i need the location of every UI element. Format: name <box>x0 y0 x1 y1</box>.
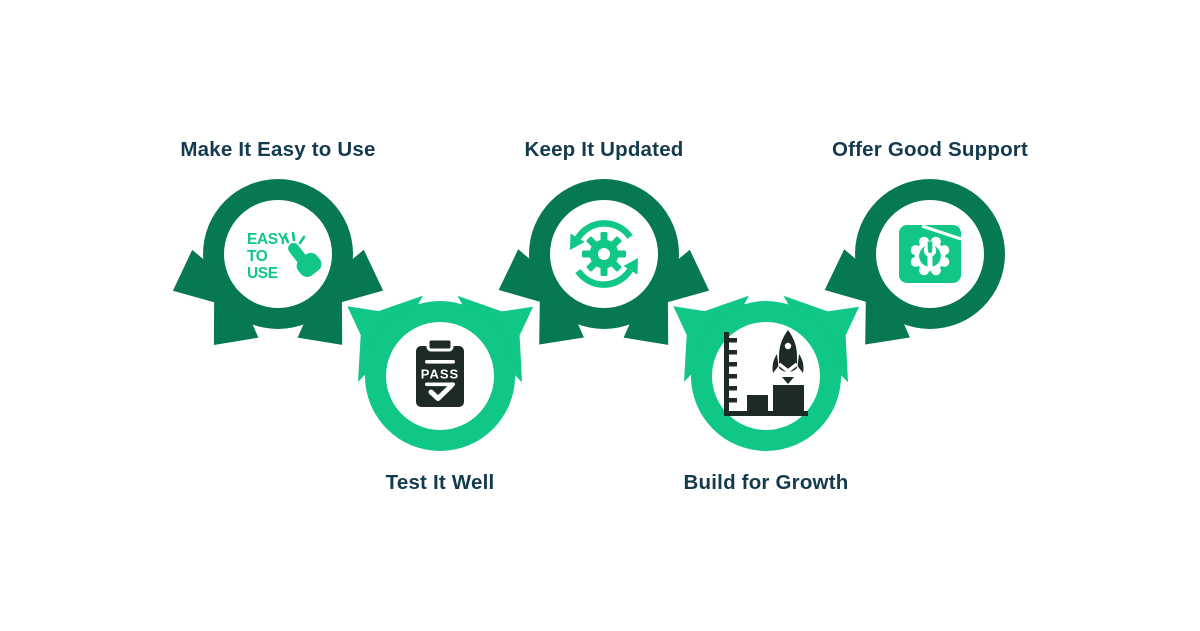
rocket-exhaust <box>782 377 794 384</box>
refresh-arc <box>575 268 633 288</box>
clipboard-clip <box>426 337 454 352</box>
node-label-offer-good-support: Offer Good Support <box>831 138 1029 161</box>
gear-refresh-icon <box>570 220 638 288</box>
rocket-fin-right <box>797 354 804 373</box>
folder-flap-line <box>921 224 962 241</box>
connector-wing <box>623 249 710 345</box>
click-spark <box>298 235 306 245</box>
rocket-fin-left <box>772 354 779 373</box>
click-spark <box>291 231 296 242</box>
easy-to-use-text: USE <box>247 265 278 282</box>
gear-tooth <box>582 250 591 258</box>
connector-wing <box>498 249 584 345</box>
clipboard-line <box>425 360 455 364</box>
clipboard-line <box>425 382 455 387</box>
gear-tooth <box>617 250 626 258</box>
node-label-build-for-growth: Build for Growth <box>683 471 849 494</box>
hand-palm <box>296 252 322 277</box>
node-label-make-it-easy-to-use: Make It Easy to Use <box>180 138 376 161</box>
folder-gear-wrench-icon <box>899 224 962 283</box>
click-spark <box>283 234 290 244</box>
node-2-test-it-well: PASS <box>347 295 534 451</box>
node-5-offer-good-support <box>824 179 1005 345</box>
gear-tooth <box>600 232 608 241</box>
wrench-jaw-notch <box>927 241 933 250</box>
wrench-handle <box>927 255 933 269</box>
rocket-growth-chart-icon <box>724 330 808 416</box>
node-label-keep-it-updated: Keep It Updated <box>524 138 684 161</box>
gear-hole <box>598 248 610 260</box>
rocket-body-divider <box>777 362 799 374</box>
easy-to-use-text: EASY <box>247 231 289 248</box>
ruler-tick <box>729 398 737 403</box>
pass-text: PASS <box>421 367 459 382</box>
chart-bar-large <box>773 385 804 411</box>
node-3-keep-it-updated <box>498 179 710 345</box>
pass-clipboard-icon: PASS <box>416 337 464 407</box>
rocket-window <box>784 342 792 350</box>
ruler-tick <box>729 350 737 355</box>
ruler-tick <box>729 362 737 367</box>
refresh-arc <box>575 220 633 240</box>
node-ring-inner <box>224 200 332 308</box>
node-label-test-it-well: Test It Well <box>385 471 495 494</box>
connector-wing <box>297 249 384 345</box>
ruler-tick <box>729 386 737 391</box>
wrench-jaw-hole <box>928 249 932 253</box>
ruler-axis <box>724 332 729 416</box>
chart-bar-small <box>747 395 768 411</box>
click-hand-icon <box>288 242 322 277</box>
rocket-body <box>779 330 797 372</box>
easy-to-use-text: TO <box>247 248 268 265</box>
node-4-build-for-growth <box>673 295 860 451</box>
gear-tooth <box>600 267 608 276</box>
ruler-tick <box>729 338 737 343</box>
connector-wing <box>172 249 259 345</box>
connector-wing <box>824 249 910 345</box>
ruler-tick <box>729 374 737 379</box>
chart-baseline <box>724 411 808 416</box>
refresh-arrowhead <box>623 258 638 275</box>
refresh-arrowhead <box>570 233 585 250</box>
checkmark-icon <box>428 383 454 401</box>
